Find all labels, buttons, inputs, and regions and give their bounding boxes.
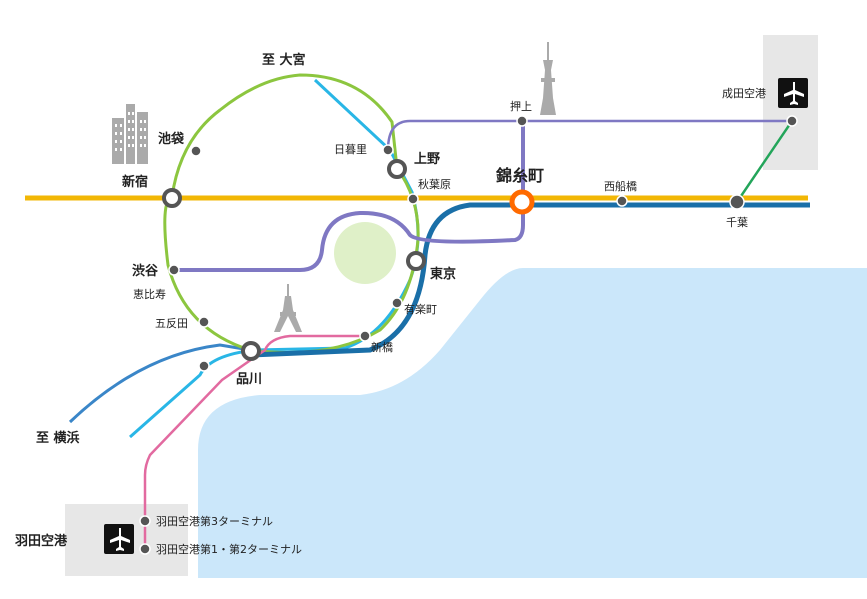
skytree-icon (540, 42, 556, 115)
label-haneda-airport: 羽田空港 (15, 533, 68, 549)
label-shibuya: 渋谷 (132, 263, 159, 279)
buildings-icon (112, 104, 148, 164)
line-to-yokohama (68, 343, 251, 424)
narita-link-line (735, 120, 794, 203)
label-akihabara: 秋葉原 (418, 177, 451, 191)
label-ueno: 上野 (414, 152, 440, 167)
keikyu-line (143, 334, 365, 550)
tokyo-bay (198, 268, 867, 578)
station-chiba[interactable] (729, 194, 745, 210)
station-nishifunabashi[interactable] (616, 195, 628, 207)
label-ebisu: 恵比寿 (133, 287, 166, 301)
purple-line (173, 122, 525, 272)
hub-stations (162, 159, 426, 361)
tokyo-tower-icon (274, 284, 302, 332)
station-kinshicho[interactable] (509, 189, 535, 215)
label-tokyo: 東京 (430, 266, 456, 282)
station-akihabara[interactable] (407, 193, 419, 205)
label-haneda-t12: 羽田空港第1・第2ターミナル (156, 542, 302, 556)
station-keikyu-mid[interactable] (198, 360, 210, 372)
station-shinjuku[interactable] (162, 188, 182, 208)
station-gotanda[interactable] (198, 316, 210, 328)
label-shimbashi: 新橋 (371, 340, 393, 354)
label-yokohama: 至 横浜 (36, 430, 80, 446)
station-tokyo[interactable] (406, 251, 426, 271)
label-nishifunabashi: 西船橋 (604, 179, 637, 193)
imperial-palace-park (334, 222, 396, 284)
label-narita-airport: 成田空港 (722, 86, 766, 100)
label-haneda-t3: 羽田空港第3ターミナル (156, 514, 273, 528)
station-ebisu[interactable] (168, 264, 180, 276)
label-shinagawa: 品川 (236, 372, 262, 387)
station-haneda-t3[interactable] (139, 515, 151, 527)
label-chiba: 千葉 (726, 215, 748, 229)
airplane-icon (778, 78, 808, 108)
station-yurakucho[interactable] (391, 297, 403, 309)
label-yurakucho: 有楽町 (404, 302, 437, 316)
airplane-icon (104, 524, 134, 554)
station-nippori[interactable] (382, 144, 394, 156)
station-haneda-t12[interactable] (139, 543, 151, 555)
station-ikebukuro[interactable] (190, 145, 202, 157)
station-narita-airport[interactable] (786, 115, 798, 127)
station-oshiage[interactable] (516, 115, 528, 127)
oshiage-narita-line (386, 119, 792, 151)
label-shinjuku: 新宿 (122, 174, 148, 190)
label-ikebukuro: 池袋 (158, 131, 185, 147)
station-ueno[interactable] (387, 159, 407, 179)
label-gotanda: 五反田 (155, 317, 188, 330)
label-oshiage: 押上 (510, 99, 532, 113)
label-omiya: 至 大宮 (262, 52, 306, 68)
label-kinshicho: 錦糸町 (496, 166, 544, 185)
station-shinagawa[interactable] (241, 341, 261, 361)
yamanote-line (163, 73, 420, 354)
station-dots (139, 115, 798, 555)
station-shimbashi[interactable] (359, 330, 371, 342)
label-nippori: 日暮里 (334, 142, 367, 156)
